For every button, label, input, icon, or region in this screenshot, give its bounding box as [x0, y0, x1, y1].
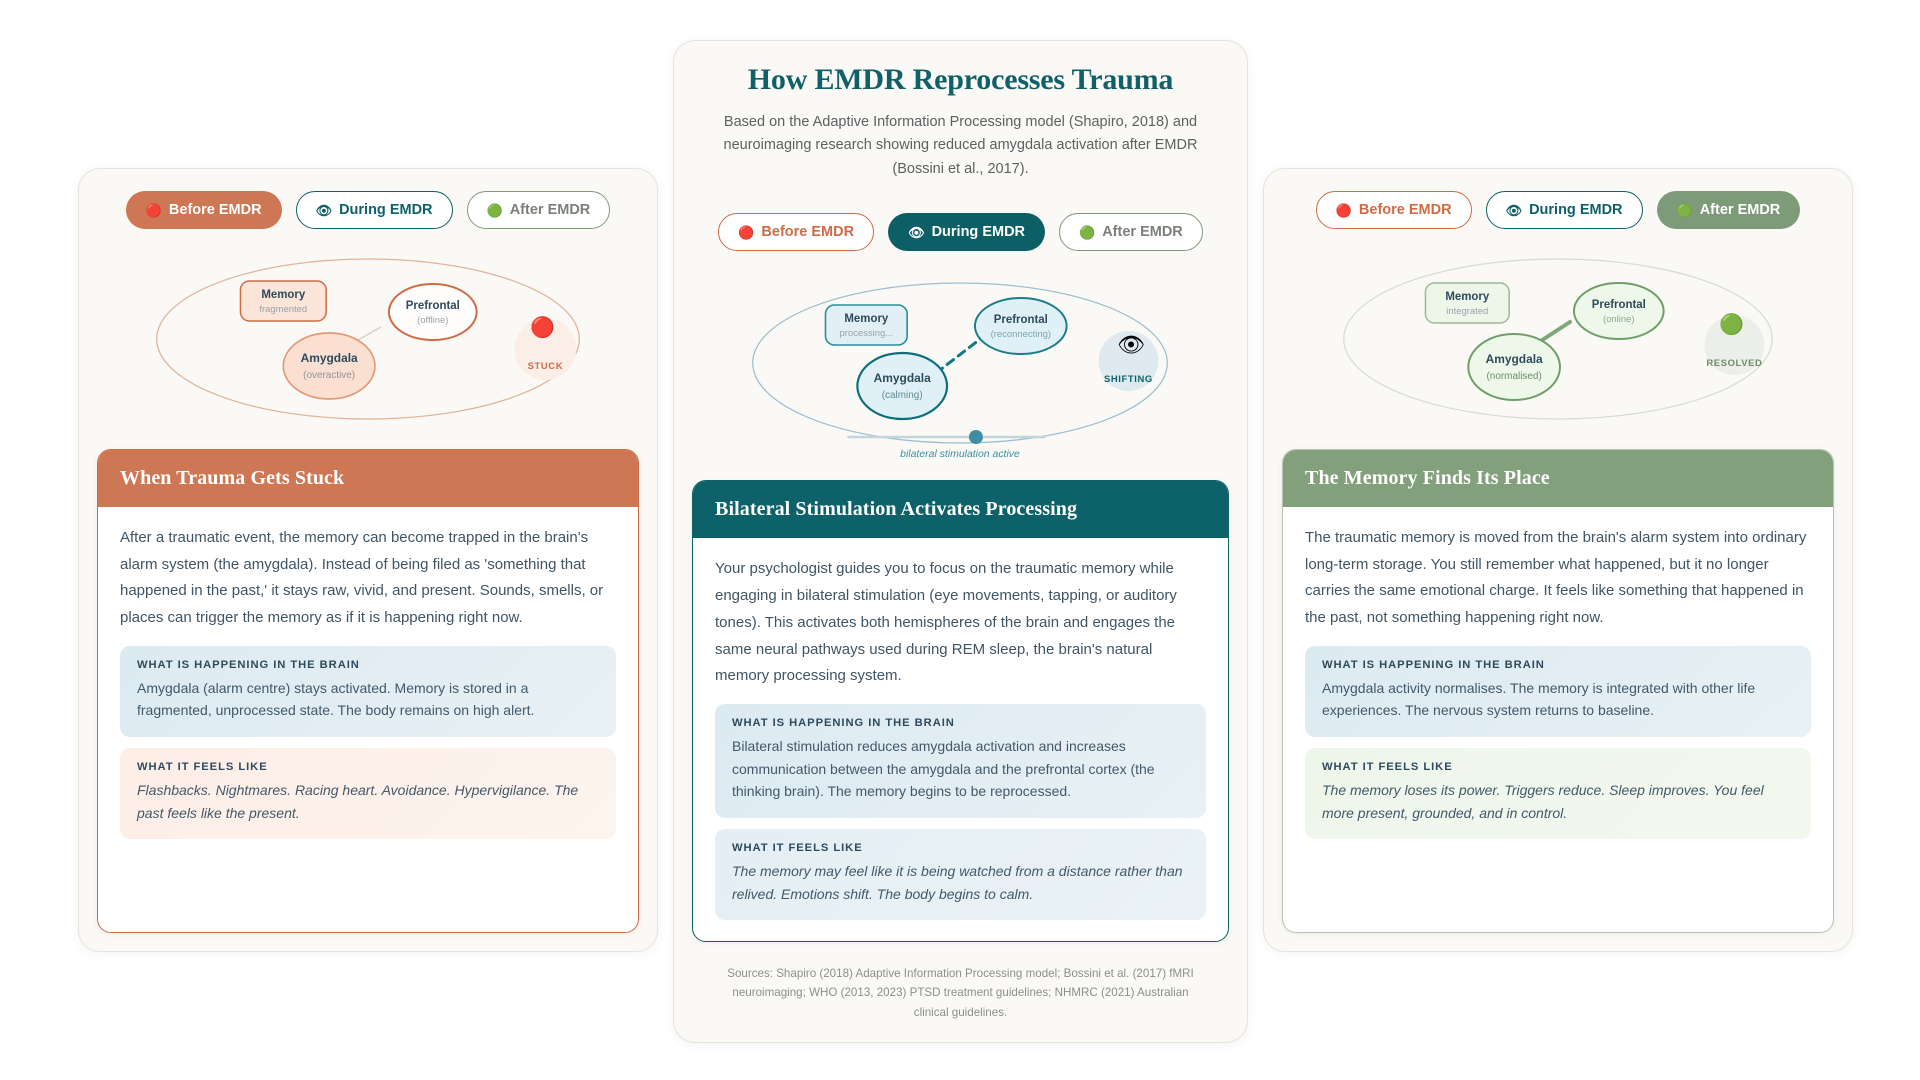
card-heading: Bilateral Stimulation Activates Processi… — [693, 481, 1228, 539]
eye-icon: 👁 — [315, 202, 333, 218]
panel-during-emdr: How EMDR Reprocesses Trauma Based on the… — [673, 40, 1248, 1043]
card-body-text: The traumatic memory is moved from the b… — [1305, 529, 1807, 627]
infobox-brain: WHAT IS HAPPENING IN THE BRAIN Bilateral… — [715, 703, 1206, 818]
tab-bar-right: 🔴 Before EMDR 👁 During EMDR 🟢 After EMDR — [1264, 169, 1852, 233]
page-subtitle: Based on the Adaptive Information Proces… — [723, 114, 1198, 177]
sources-footnote: Sources: Shapiro (2018) Adaptive Informa… — [727, 966, 1194, 1019]
infobox-feels: WHAT IT FEELS LIKE Flashbacks. Nightmare… — [120, 748, 616, 840]
tab-during-emdr[interactable]: 👁 During EMDR — [295, 191, 453, 229]
brain-diagram-before: Memory fragmented Amygdala (overactive) … — [79, 239, 657, 439]
tab-after-emdr[interactable]: 🟢 After EMDR — [1059, 213, 1203, 252]
infobox-feels: WHAT IT FEELS LIKE The memory loses its … — [1305, 748, 1811, 840]
svg-text:bilateral stimulation active: bilateral stimulation active — [900, 449, 1020, 460]
infobox-label: WHAT IT FEELS LIKE — [137, 761, 268, 774]
tab-label: After EMDR — [1102, 224, 1183, 241]
brain-diagram-during: Memory processing... Amygdala (calming) … — [674, 265, 1247, 470]
svg-text:SHIFTING: SHIFTING — [1104, 374, 1153, 385]
svg-text:(reconnecting): (reconnecting) — [991, 329, 1051, 340]
status-green-circle-icon: 🟢 — [1719, 314, 1744, 336]
tab-bar-left: 🔴 Before EMDR 👁 During EMDR 🟢 After EMDR — [79, 169, 657, 233]
infobox-label: WHAT IS HAPPENING IN THE BRAIN — [1322, 658, 1545, 671]
red-circle-icon: 🔴 — [1335, 202, 1352, 218]
tab-label: Before EMDR — [1358, 202, 1452, 218]
card-heading: The Memory Finds Its Place — [1283, 450, 1833, 507]
svg-text:STUCK: STUCK — [528, 361, 564, 372]
infobox-brain: WHAT IS HAPPENING IN THE BRAIN Amygdala … — [1305, 645, 1811, 738]
infobox-text: Bilateral stimulation reduces amygdala a… — [732, 737, 1155, 800]
green-circle-icon: 🟢 — [486, 202, 503, 218]
svg-text:Amygdala: Amygdala — [874, 371, 931, 385]
tab-label: During EMDR — [339, 202, 433, 218]
tab-during-emdr[interactable]: 👁 During EMDR — [888, 213, 1046, 252]
card-body: After a traumatic event, the memory can … — [98, 507, 638, 855]
svg-text:RESOLVED: RESOLVED — [1706, 358, 1762, 369]
green-circle-icon: 🟢 — [1676, 202, 1693, 218]
infobox-text: Amygdala activity normalises. The memory… — [1322, 679, 1756, 719]
svg-text:(normalised): (normalised) — [1486, 371, 1541, 382]
card-body: Your psychologist guides you to focus on… — [693, 538, 1228, 936]
eye-icon: 👁 — [1505, 202, 1523, 218]
tab-bar-center: 🔴 Before EMDR 👁 During EMDR 🟢 After EMDR — [674, 187, 1247, 255]
svg-text:Memory: Memory — [1445, 291, 1490, 303]
eye-icon: 👁 — [908, 224, 925, 240]
svg-text:fragmented: fragmented — [259, 304, 307, 315]
tab-during-emdr[interactable]: 👁 During EMDR — [1485, 191, 1643, 229]
red-circle-icon: 🔴 — [738, 224, 755, 240]
svg-text:integrated: integrated — [1446, 306, 1488, 317]
red-circle-icon: 🔴 — [145, 202, 162, 218]
brain-diagram-after: Memory integrated Amygdala (normalised) … — [1264, 239, 1852, 439]
tab-before-emdr[interactable]: 🔴 Before EMDR — [1315, 191, 1472, 229]
infobox-label: WHAT IT FEELS LIKE — [1322, 761, 1453, 774]
infobox-feels: WHAT IT FEELS LIKE The memory may feel l… — [715, 828, 1206, 921]
svg-text:(overactive): (overactive) — [303, 370, 355, 381]
infobox-label: WHAT IS HAPPENING IN THE BRAIN — [732, 716, 955, 729]
infobox-label: WHAT IT FEELS LIKE — [732, 841, 863, 854]
panel-after-emdr: 🔴 Before EMDR 👁 During EMDR 🟢 After EMDR… — [1263, 168, 1853, 952]
green-circle-icon: 🟢 — [1079, 224, 1096, 240]
svg-text:Amygdala: Amygdala — [1486, 352, 1543, 366]
tab-before-emdr[interactable]: 🔴 Before EMDR — [125, 191, 282, 229]
svg-text:(offline): (offline) — [417, 315, 448, 326]
svg-text:Prefrontal: Prefrontal — [406, 300, 460, 312]
tab-before-emdr[interactable]: 🔴 Before EMDR — [718, 213, 875, 252]
infobox-label: WHAT IS HAPPENING IN THE BRAIN — [137, 658, 360, 671]
tab-label: During EMDR — [1529, 202, 1623, 218]
tab-after-emdr[interactable]: 🟢 After EMDR — [1656, 191, 1801, 229]
tab-after-emdr[interactable]: 🟢 After EMDR — [466, 191, 611, 229]
infobox-text: The memory loses its power. Triggers red… — [1322, 782, 1764, 821]
svg-text:Amygdala: Amygdala — [301, 351, 358, 365]
svg-text:Prefrontal: Prefrontal — [1592, 299, 1646, 311]
content-card-after: The Memory Finds Its Place The traumatic… — [1282, 449, 1834, 933]
tab-label: Before EMDR — [168, 202, 262, 218]
svg-text:processing...: processing... — [840, 328, 894, 339]
svg-text:Prefrontal: Prefrontal — [994, 314, 1048, 326]
tab-label: After EMDR — [509, 202, 591, 218]
infobox-brain: WHAT IS HAPPENING IN THE BRAIN Amygdala … — [120, 645, 616, 738]
tab-label: After EMDR — [1699, 202, 1781, 218]
content-card-during: Bilateral Stimulation Activates Processi… — [692, 480, 1229, 942]
svg-text:Memory: Memory — [844, 313, 889, 325]
page-title: How EMDR Reprocesses Trauma — [747, 63, 1174, 96]
svg-text:Memory: Memory — [261, 289, 306, 301]
card-body: The traumatic memory is moved from the b… — [1283, 507, 1833, 855]
tab-label: Before EMDR — [761, 224, 855, 241]
card-heading: When Trauma Gets Stuck — [98, 450, 638, 507]
panel-before-emdr: 🔴 Before EMDR 👁 During EMDR 🟢 After EMDR… — [78, 168, 658, 952]
infobox-text: Flashbacks. Nightmares. Racing heart. Av… — [137, 782, 579, 821]
svg-text:(online): (online) — [1603, 314, 1635, 325]
card-body-text: Your psychologist guides you to focus on… — [715, 560, 1177, 685]
infobox-text: Amygdala (alarm centre) stays activated.… — [137, 679, 535, 719]
svg-text:(calming): (calming) — [882, 390, 923, 401]
hero-header: How EMDR Reprocesses Trauma Based on the… — [674, 41, 1247, 187]
card-body-text: After a traumatic event, the memory can … — [120, 529, 604, 627]
status-eye-icon: 👁 — [1117, 332, 1145, 358]
content-card-before: When Trauma Gets Stuck After a traumatic… — [97, 449, 639, 933]
status-red-circle-icon: 🔴 — [530, 317, 555, 339]
infobox-text: The memory may feel like it is being wat… — [732, 862, 1183, 902]
tab-label: During EMDR — [931, 224, 1026, 241]
